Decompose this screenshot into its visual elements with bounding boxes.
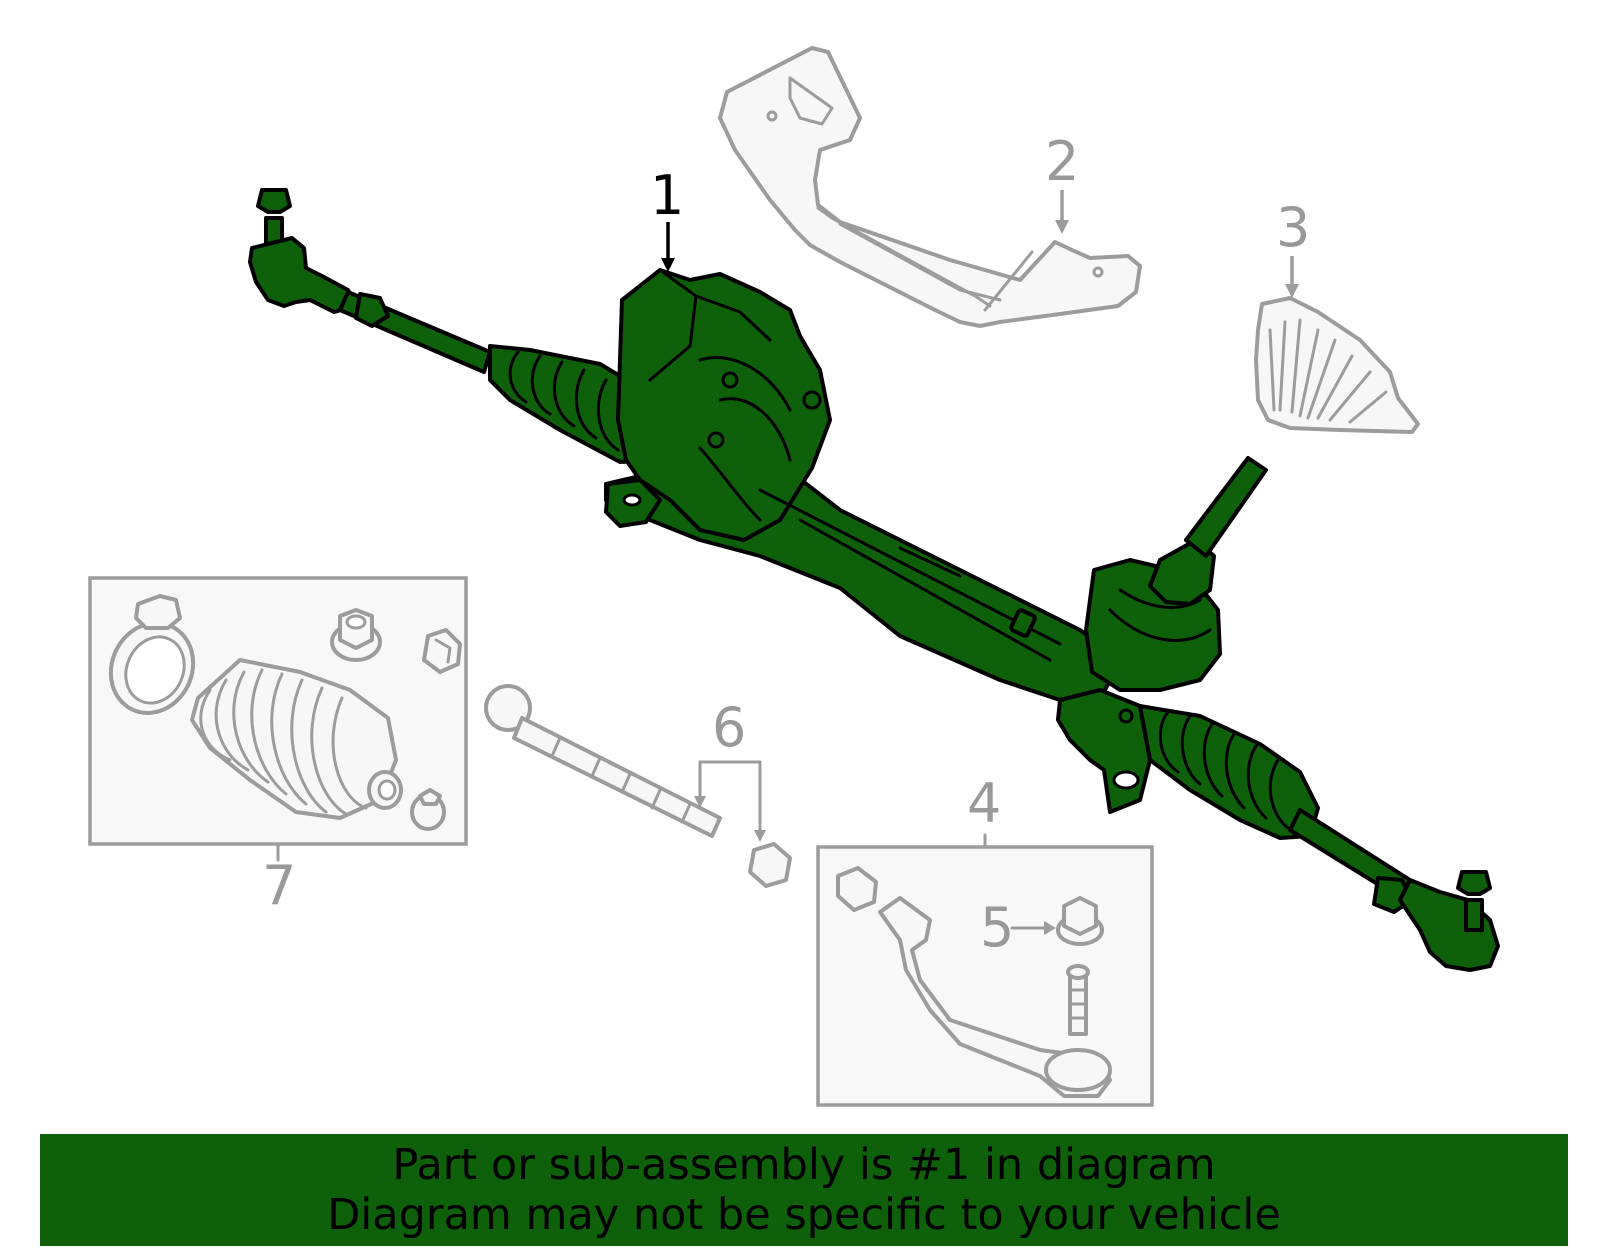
callout-2-arrow xyxy=(1055,190,1069,234)
callout-2-label: 2 xyxy=(1045,130,1079,193)
hex-nut-part[interactable] xyxy=(422,628,462,674)
outer-tie-rod-box[interactable] xyxy=(816,833,1154,1107)
callout-1-label: 1 xyxy=(650,164,684,227)
inner-tie-rod-part[interactable] xyxy=(484,684,792,888)
tie-rod-end-part[interactable] xyxy=(878,896,1112,1098)
heat-shield-part[interactable] xyxy=(718,46,1142,328)
boot-clamp-part[interactable] xyxy=(96,594,207,727)
callout-3-label: 3 xyxy=(1276,196,1310,259)
callout-5-label: 5 xyxy=(980,896,1014,959)
callout-4-label: 4 xyxy=(967,772,1001,835)
callout-7-label: 7 xyxy=(262,854,296,917)
flange-nut-part[interactable] xyxy=(330,608,382,662)
banner-line-part-info: Part or sub-assembly is #1 in diagram xyxy=(392,1140,1216,1190)
tie-rod-nut-part[interactable] xyxy=(1010,896,1104,946)
callout-6-label: 6 xyxy=(712,696,746,759)
mount-insulator-part[interactable] xyxy=(1254,296,1420,434)
small-clamp-part[interactable] xyxy=(410,788,446,831)
info-banner: Part or sub-assembly is #1 in diagram Di… xyxy=(40,1134,1568,1246)
banner-line-disclaimer: Diagram may not be specific to your vehi… xyxy=(327,1190,1281,1240)
callout-3-arrow xyxy=(1285,256,1299,298)
boot-part[interactable] xyxy=(190,658,403,820)
callout-1-arrow xyxy=(661,222,675,272)
boot-kit-box[interactable] xyxy=(88,576,468,862)
steering-gear-assembly-part[interactable] xyxy=(248,188,1500,972)
